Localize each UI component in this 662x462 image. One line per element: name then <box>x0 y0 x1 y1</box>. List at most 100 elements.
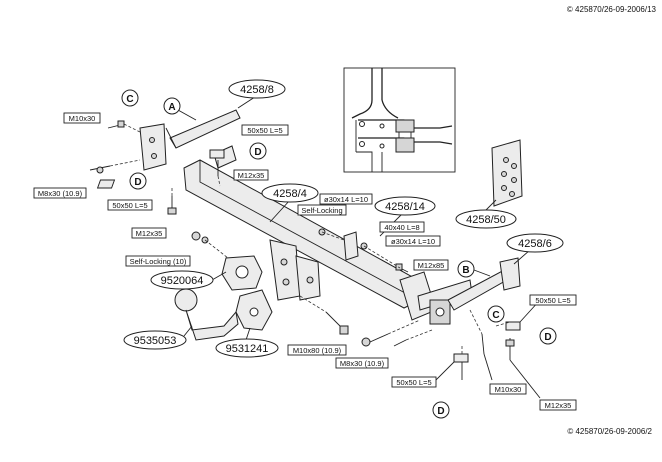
copyright-bottom: © 425870/26-09-2006/2 <box>567 427 652 436</box>
letter-circle <box>539 327 557 345</box>
nut <box>505 339 515 347</box>
dash-d-right <box>495 321 511 327</box>
letter-b: B <box>457 260 475 278</box>
inset-nut <box>395 137 415 153</box>
spec-text: Self-Locking <box>301 206 342 215</box>
dash-bolt-left <box>109 159 141 167</box>
towball-9535053 <box>174 288 239 341</box>
callout-oval <box>261 183 319 203</box>
nut <box>339 325 349 335</box>
hardware-group <box>89 120 521 380</box>
bracket-left-a <box>139 109 241 171</box>
bracket-a-plate <box>139 123 167 171</box>
callout-text-4258-50: 4258/50 <box>466 214 506 226</box>
bracket-hole <box>149 137 155 143</box>
letter-b-text: B <box>462 265 469 276</box>
spec-box <box>529 294 577 306</box>
plate-50x50-left-top <box>209 149 225 159</box>
callout-4258-4: 4258/4 <box>261 183 319 203</box>
leader-4258-6 <box>513 249 531 265</box>
spec-text: 50x50 L=5 <box>535 296 570 305</box>
spec-m12x85: M12x85 <box>413 259 449 271</box>
dash-m12x85 <box>363 245 401 269</box>
bracket-b-end <box>499 257 521 291</box>
spec-box <box>385 235 441 247</box>
callout-text-9520064: 9520064 <box>161 275 204 287</box>
nut <box>167 207 177 215</box>
spec-plate-left-top: 50x50 L=5 <box>241 124 289 136</box>
callout-9531241: 9531241 <box>215 338 279 358</box>
spec-text: M10x30 <box>495 385 522 394</box>
spec-box <box>379 221 425 233</box>
side-plate-hole <box>306 276 314 284</box>
detail-inset <box>343 67 456 173</box>
letter-d-text: D <box>254 147 261 158</box>
letter-c-text: C <box>126 94 133 105</box>
letter-c-left: C <box>121 89 139 107</box>
spec-box <box>63 112 101 124</box>
callout-oval <box>123 330 187 350</box>
socket-face <box>235 265 249 279</box>
letter-a: A <box>163 97 181 115</box>
inset-hole-3 <box>379 123 385 129</box>
spec-box <box>335 357 389 369</box>
callout-4258-14: 4258/14 <box>374 196 436 216</box>
letter-circle <box>457 260 475 278</box>
dash-socket <box>204 239 229 259</box>
plate-hole <box>511 177 517 183</box>
spec-text: Self-Locking (10) <box>130 257 187 266</box>
bolt-short <box>393 339 407 347</box>
callout-text-4258-8: 4258/8 <box>240 84 274 96</box>
dash-c-right <box>469 309 483 335</box>
spec-m10x30-right: M10x30 <box>489 383 527 395</box>
spec-m12x35-left-top: M12x35 <box>233 169 269 181</box>
leader-9531241 <box>245 327 251 341</box>
letter-c-right: C <box>487 305 505 323</box>
spec-text: M10x80 (10.9) <box>293 346 342 355</box>
callout-text-4258-4: 4258/4 <box>273 188 307 200</box>
spec-text: M12x35 <box>136 229 163 238</box>
inset-frame-curve <box>351 99 399 119</box>
copyright-top: © 425870/26-09-2006/13 <box>567 5 657 14</box>
inset-bolt-head <box>395 119 415 133</box>
crossbar-left-mount <box>213 145 237 169</box>
socket-9520064 <box>221 255 263 291</box>
nut <box>117 120 125 128</box>
spec-text: ø30x14 L=10 <box>324 195 368 204</box>
dash-mid <box>321 231 345 241</box>
callout-9535053: 9535053 <box>123 330 187 350</box>
spec-plate-left-bottom: 50x50 L=5 <box>107 199 153 211</box>
callout-oval <box>506 233 564 253</box>
letter-circle <box>129 172 147 190</box>
spec-m10x80: M10x80 (10.9) <box>287 344 347 356</box>
spec-box <box>539 399 577 411</box>
spec-o30x14-mid: ø30x14 L=10 <box>385 235 441 247</box>
bracket-right-b <box>447 257 521 311</box>
spec-self-locking-10: Self-Locking (10) <box>125 255 191 267</box>
spec-box <box>413 259 449 271</box>
ball-head <box>174 288 198 312</box>
callout-4258-6: 4258/6 <box>506 233 564 253</box>
ball-neck <box>185 309 239 341</box>
letter-circle <box>121 89 139 107</box>
crossbar-center-bracket <box>269 239 301 301</box>
dash-m10x80 <box>299 295 327 313</box>
callout-text-9535053: 9535053 <box>134 335 177 347</box>
spec-text: 50x50 L=5 <box>247 126 282 135</box>
letter-a-text: A <box>168 102 175 113</box>
spec-plate-right: 50x50 L=5 <box>529 294 577 306</box>
letter-d-text: D <box>437 406 444 417</box>
plate-hole <box>511 163 517 169</box>
spec-box <box>241 124 289 136</box>
spec-plate-bottom: 50x50 L=5 <box>391 376 437 388</box>
spec-self-locking: Self-Locking <box>297 204 347 216</box>
washer <box>96 166 104 174</box>
leader-m12x35-right <box>509 359 541 399</box>
bolt-m10x30-right <box>481 333 485 355</box>
callout-oval <box>455 209 517 229</box>
spec-m12x35-right: M12x35 <box>539 399 577 411</box>
callout-oval <box>150 270 214 290</box>
spec-text: M10x30 <box>69 114 96 123</box>
